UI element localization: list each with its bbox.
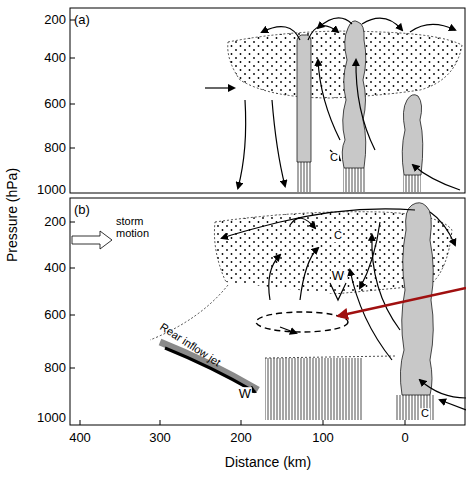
panel-letter: (b) (74, 203, 90, 217)
tick-label: 1000 (37, 183, 66, 197)
tick-label: 800 (44, 141, 66, 155)
tick-label: 200 (44, 13, 66, 27)
tick-label: 600 (44, 308, 66, 322)
axis-title: Distance (km) (225, 455, 311, 470)
tick-label: 200 (44, 215, 66, 229)
tick-label: 100 (312, 431, 334, 445)
tick-label: 1000 (37, 411, 66, 425)
tick-label: 0 (401, 431, 408, 445)
tick-label: 300 (149, 431, 171, 445)
panel-letter: (a) (74, 13, 90, 27)
tick-label: 400 (69, 431, 91, 445)
tick-label: 800 (44, 361, 66, 375)
tick-label: 600 (44, 97, 66, 111)
axis-title: Pressure (hPa) (5, 168, 20, 262)
tick-label: 200 (230, 431, 252, 445)
tick-label: 400 (44, 51, 66, 65)
tick-label: 400 (44, 261, 66, 275)
storm-motion-label: storm motion (116, 216, 160, 239)
warm-label: W (238, 387, 252, 401)
cold-label: C (333, 230, 343, 242)
cold-label: C (329, 152, 339, 164)
cold-label: C (420, 408, 430, 420)
warm-label: W (331, 269, 345, 283)
